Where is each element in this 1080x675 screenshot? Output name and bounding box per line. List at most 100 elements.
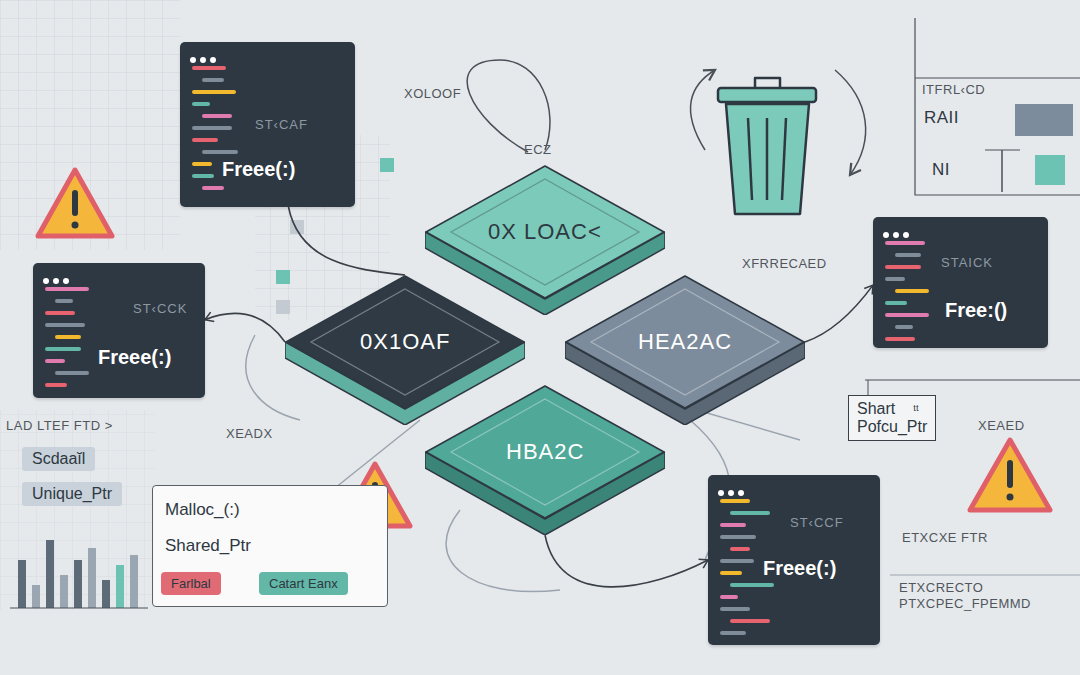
- window-dot: [903, 232, 909, 238]
- memory-block-diamond: HBA2C: [425, 385, 665, 535]
- window-dots: [883, 224, 913, 242]
- window-label: STAICK: [941, 255, 993, 270]
- window-dot: [63, 278, 69, 284]
- code-line: [192, 102, 210, 106]
- type-tag: Unique_Ptr: [22, 482, 122, 506]
- tag-text: Scdaaĭl: [32, 450, 85, 467]
- card-text: Malloc_(:): [165, 500, 240, 520]
- code-line: [885, 265, 921, 269]
- alloc-card: Malloc_(:) Shared_PtrFarlbal Catart Eanx: [152, 485, 388, 607]
- window-dots: [43, 270, 73, 288]
- code-line: [202, 114, 232, 118]
- note-label: ECZ: [524, 142, 552, 157]
- code-window: ST‹CAF Freee(:): [180, 42, 355, 207]
- address-label: HBA2C: [506, 439, 584, 465]
- function-call: Free:(): [945, 299, 1007, 322]
- code-line: [885, 313, 929, 317]
- code-line: [720, 523, 746, 527]
- code-line: [55, 335, 81, 339]
- code-line: [202, 78, 224, 82]
- address-label: 0X1OAF: [360, 329, 450, 355]
- diamond-inner-edge: [451, 179, 639, 285]
- diamond-inner-edge: [591, 289, 779, 395]
- window-dot: [893, 232, 899, 238]
- status-pill: Farlbal: [161, 572, 221, 595]
- function-call: Freee(:): [222, 158, 295, 181]
- info-panel: [865, 18, 1080, 575]
- trash-can: [718, 78, 816, 214]
- code-window: ST‹CCFFreee(:): [708, 475, 880, 645]
- window-dot: [718, 490, 724, 496]
- code-line: [45, 311, 75, 315]
- diamond-face: [426, 166, 664, 298]
- memory-block-diamond: HEA2AC: [565, 275, 805, 425]
- note-label: ETXCRECTO PTXCPEC_FPEMMD: [899, 580, 1074, 612]
- note-label: XEADX: [226, 426, 273, 441]
- code-line: [45, 323, 85, 327]
- code-line: [720, 559, 754, 563]
- code-line: [192, 138, 218, 142]
- code-line: [720, 499, 750, 503]
- diamond-inner-edge: [311, 289, 499, 395]
- tag-text: Unique_Ptr: [32, 485, 112, 502]
- code-window: STAICK Free:(): [873, 217, 1048, 348]
- window-dot: [43, 278, 49, 284]
- window-dot: [190, 57, 196, 63]
- pill-text: Farlbal: [171, 576, 211, 591]
- connector-arrow: [805, 285, 873, 342]
- code-line: [885, 241, 925, 245]
- diamond-face: [286, 276, 524, 408]
- note-label: ITFRL‹CD: [922, 82, 985, 97]
- code-line: [192, 126, 232, 130]
- diamond-inner-edge: [451, 399, 639, 505]
- code-line: [730, 511, 770, 515]
- pointer-text: Pofcu_Ptr: [857, 418, 927, 436]
- code-line: [192, 66, 226, 70]
- code-line: [192, 174, 214, 178]
- status-pill: Catart Eanx: [259, 572, 348, 595]
- window-dot: [728, 490, 734, 496]
- code-line: [55, 371, 89, 375]
- function-call: Freee(:): [98, 346, 171, 369]
- code-line: [730, 547, 750, 551]
- address-label: 0X LOAC<: [488, 219, 602, 245]
- window-dot: [200, 57, 206, 63]
- code-line: [885, 337, 915, 341]
- code-line: [45, 383, 67, 387]
- code-line: [192, 90, 236, 94]
- note-label: LAD LTEF FTD >: [6, 418, 113, 433]
- connector-arrow: [205, 313, 285, 342]
- window-dot: [883, 232, 889, 238]
- pill-text: Catart Eanx: [269, 576, 338, 591]
- pointer-text: ᵗᵗ: [913, 402, 919, 417]
- connector-arrow: [545, 535, 708, 587]
- note-label: NI: [932, 160, 950, 180]
- diamond-face: [426, 386, 664, 518]
- card-text: Shared_Ptr: [165, 536, 251, 556]
- note-label: ETXCXE FTR: [902, 530, 988, 545]
- grid-texture: [0, 410, 155, 610]
- diamond-face: [566, 276, 804, 408]
- code-line: [720, 571, 742, 575]
- pointer-box: ShartᵗᵗPofcu_Ptr: [848, 395, 936, 441]
- window-label: ST‹CAF: [255, 117, 308, 132]
- code-line: [192, 162, 212, 166]
- function-call: Freee(:): [763, 557, 836, 580]
- window-dot: [53, 278, 59, 284]
- memory-block-diamond: 0X1OAF: [285, 275, 525, 425]
- code-line: [720, 535, 756, 539]
- note-label: XEAED: [978, 418, 1025, 433]
- note-label: XFRRECAED: [742, 256, 827, 271]
- type-tag: Scdaaĭl: [22, 447, 95, 471]
- code-line: [55, 299, 73, 303]
- code-line: [885, 301, 907, 305]
- code-line: [720, 595, 738, 599]
- code-line: [730, 619, 770, 623]
- code-window: ST‹CCKFreee(:): [33, 263, 205, 398]
- code-line: [895, 325, 913, 329]
- code-line: [895, 253, 921, 257]
- code-line: [45, 347, 81, 351]
- code-line: [45, 359, 65, 363]
- window-dots: [718, 482, 748, 500]
- window-dots: [190, 49, 220, 67]
